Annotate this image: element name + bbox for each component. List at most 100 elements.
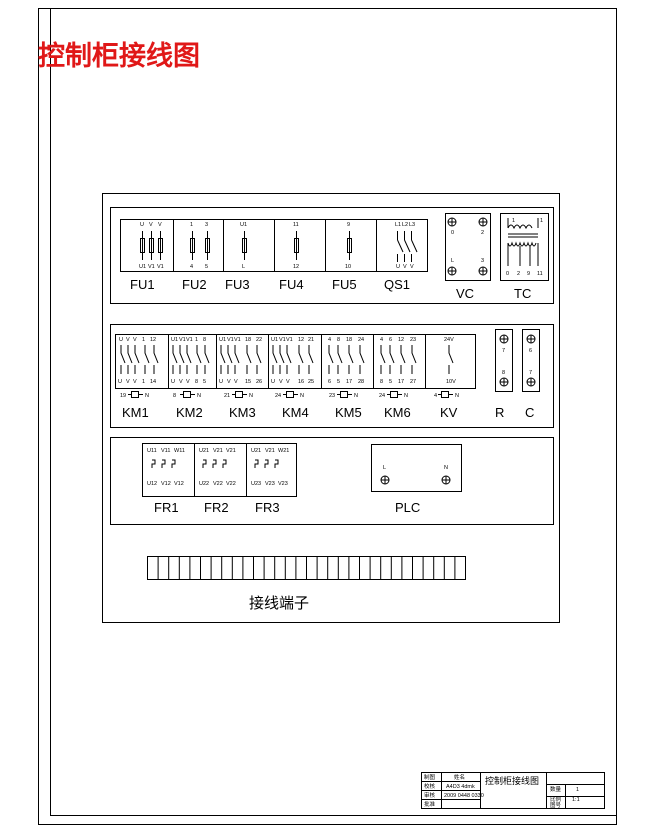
kv-coil-a: 4 [434, 393, 437, 399]
km2-bottom-1: U [171, 379, 175, 385]
km5-bottom-3: 17 [346, 379, 352, 385]
vc-block [445, 213, 491, 281]
km6-top-4: 23 [410, 337, 416, 343]
kv-bottom: 10V [446, 379, 456, 385]
qs1-bottom-2: V [403, 264, 407, 270]
fr2-bottom-3: V22 [226, 481, 236, 487]
km1-top-1: U [119, 337, 123, 343]
fu1-top-3: V [158, 222, 162, 228]
label-r: R [495, 405, 504, 420]
km4-bottom-2: V [279, 379, 283, 385]
coil-terminals [128, 391, 453, 398]
km4-bottom-4: 16 [298, 379, 304, 385]
km2-bottom-5: 5 [203, 379, 206, 385]
km5-top-4: 24 [358, 337, 364, 343]
km3-bottom-4: 15 [245, 379, 251, 385]
c-top: 6 [529, 348, 532, 354]
km2-top-5: 8 [203, 337, 206, 343]
tb-left-k1: 校核 [424, 782, 436, 790]
km5-bottom-2: 5 [337, 379, 340, 385]
fu1-top-1: U [140, 222, 144, 228]
km1-bottom-3: V [133, 379, 137, 385]
fr1-bottom-3: V12 [174, 481, 184, 487]
km3-bottom-3: V [234, 379, 238, 385]
tb-right-v0: 1 [576, 787, 579, 793]
label-fu4: FU4 [279, 277, 304, 292]
km3-top-3: V1 [234, 337, 241, 343]
label-fu5: FU5 [332, 277, 357, 292]
transformer-symbol [507, 218, 539, 266]
fu2-fuses [190, 231, 210, 260]
km4-top-4: 12 [298, 337, 304, 343]
km3-top-2: V1 [227, 337, 234, 343]
kv-coil-b: N [455, 393, 459, 399]
fr3-bottom-1: U23 [251, 481, 261, 487]
km3-bottom-1: U [219, 379, 223, 385]
fu4-top: 11 [293, 222, 299, 228]
rc-terminals [499, 334, 536, 387]
km4-bottom-1: U [271, 379, 275, 385]
tb-left-k2: 审核 [424, 791, 436, 799]
qs1-top-3: L3 [409, 222, 415, 228]
fr2-bottom-2: V22 [213, 481, 223, 487]
km2-top-1: U1 [171, 337, 178, 343]
qs1-bottom-3: V [410, 264, 414, 270]
label-km4: KM4 [282, 405, 309, 420]
label-km2: KM2 [176, 405, 203, 420]
kv-top: 24V [444, 337, 454, 343]
fr3-top-3: W21 [278, 448, 289, 454]
tb-right-v1: 1:1 [572, 797, 580, 803]
drawing-frame [50, 8, 617, 816]
resistor-r [495, 329, 513, 392]
plc-pin-l: L [383, 465, 386, 471]
km4-top-5: 21 [308, 337, 314, 343]
km2-coil-b: N [197, 393, 201, 399]
km5-top-2: 8 [337, 337, 340, 343]
tc-top-2: 1 [540, 218, 543, 224]
r-bottom: 8 [502, 370, 505, 376]
fu3-top: U1 [240, 222, 247, 228]
fr2-top-1: U21 [199, 448, 209, 454]
panel-row-2 [110, 324, 554, 428]
fr3-bottom-3: V23 [278, 481, 288, 487]
fr-rail [142, 443, 297, 497]
fu5-fuse [347, 231, 352, 260]
label-qs1: QS1 [384, 277, 410, 292]
fu1-bottom-1: U1 [139, 264, 146, 270]
km5-bottom-1: 6 [328, 379, 331, 385]
fr1-top-2: V11 [161, 448, 170, 454]
fu2-bottom-2: 5 [205, 264, 208, 270]
tb-right-k1: 比例 [550, 795, 562, 803]
km1-bottom-5: 14 [150, 379, 156, 385]
tb-left-v1: A4D3 4dmk [446, 784, 475, 790]
label-fr1: FR1 [154, 500, 179, 515]
title-block [421, 772, 605, 809]
fu4-fuse [294, 231, 299, 260]
km6-bottom-1: 8 [380, 379, 383, 385]
km2-top-4: 1 [195, 337, 198, 343]
contactor-rail [115, 334, 476, 389]
km2-coil-a: 8 [173, 393, 176, 399]
km3-coil-a: 21 [224, 393, 230, 399]
panel-row-1 [110, 207, 554, 304]
label-plc: PLC [395, 500, 420, 515]
fu1-fuses [140, 231, 163, 260]
fr3-top-1: U21 [251, 448, 261, 454]
capacitor-c [522, 329, 540, 392]
terminal-strip [147, 556, 466, 580]
km1-top-3: V [133, 337, 137, 343]
km5-top-3: 18 [346, 337, 352, 343]
fr3-top-2: V21 [265, 448, 275, 454]
tb-right-k0: 数量 [550, 785, 562, 793]
fu1-bottom-3: V1 [157, 264, 164, 270]
qs1-bottom-1: U [396, 264, 400, 270]
label-fu2: FU2 [182, 277, 207, 292]
km4-coil-b: N [300, 393, 304, 399]
fu3-fuse [242, 231, 247, 260]
fu2-bottom-1: 4 [190, 264, 193, 270]
tc-bottom-2: 2 [517, 271, 520, 277]
fu1-top-2: V [149, 222, 153, 228]
km1-coil-b: N [145, 393, 149, 399]
km1-top-2: V [126, 337, 130, 343]
